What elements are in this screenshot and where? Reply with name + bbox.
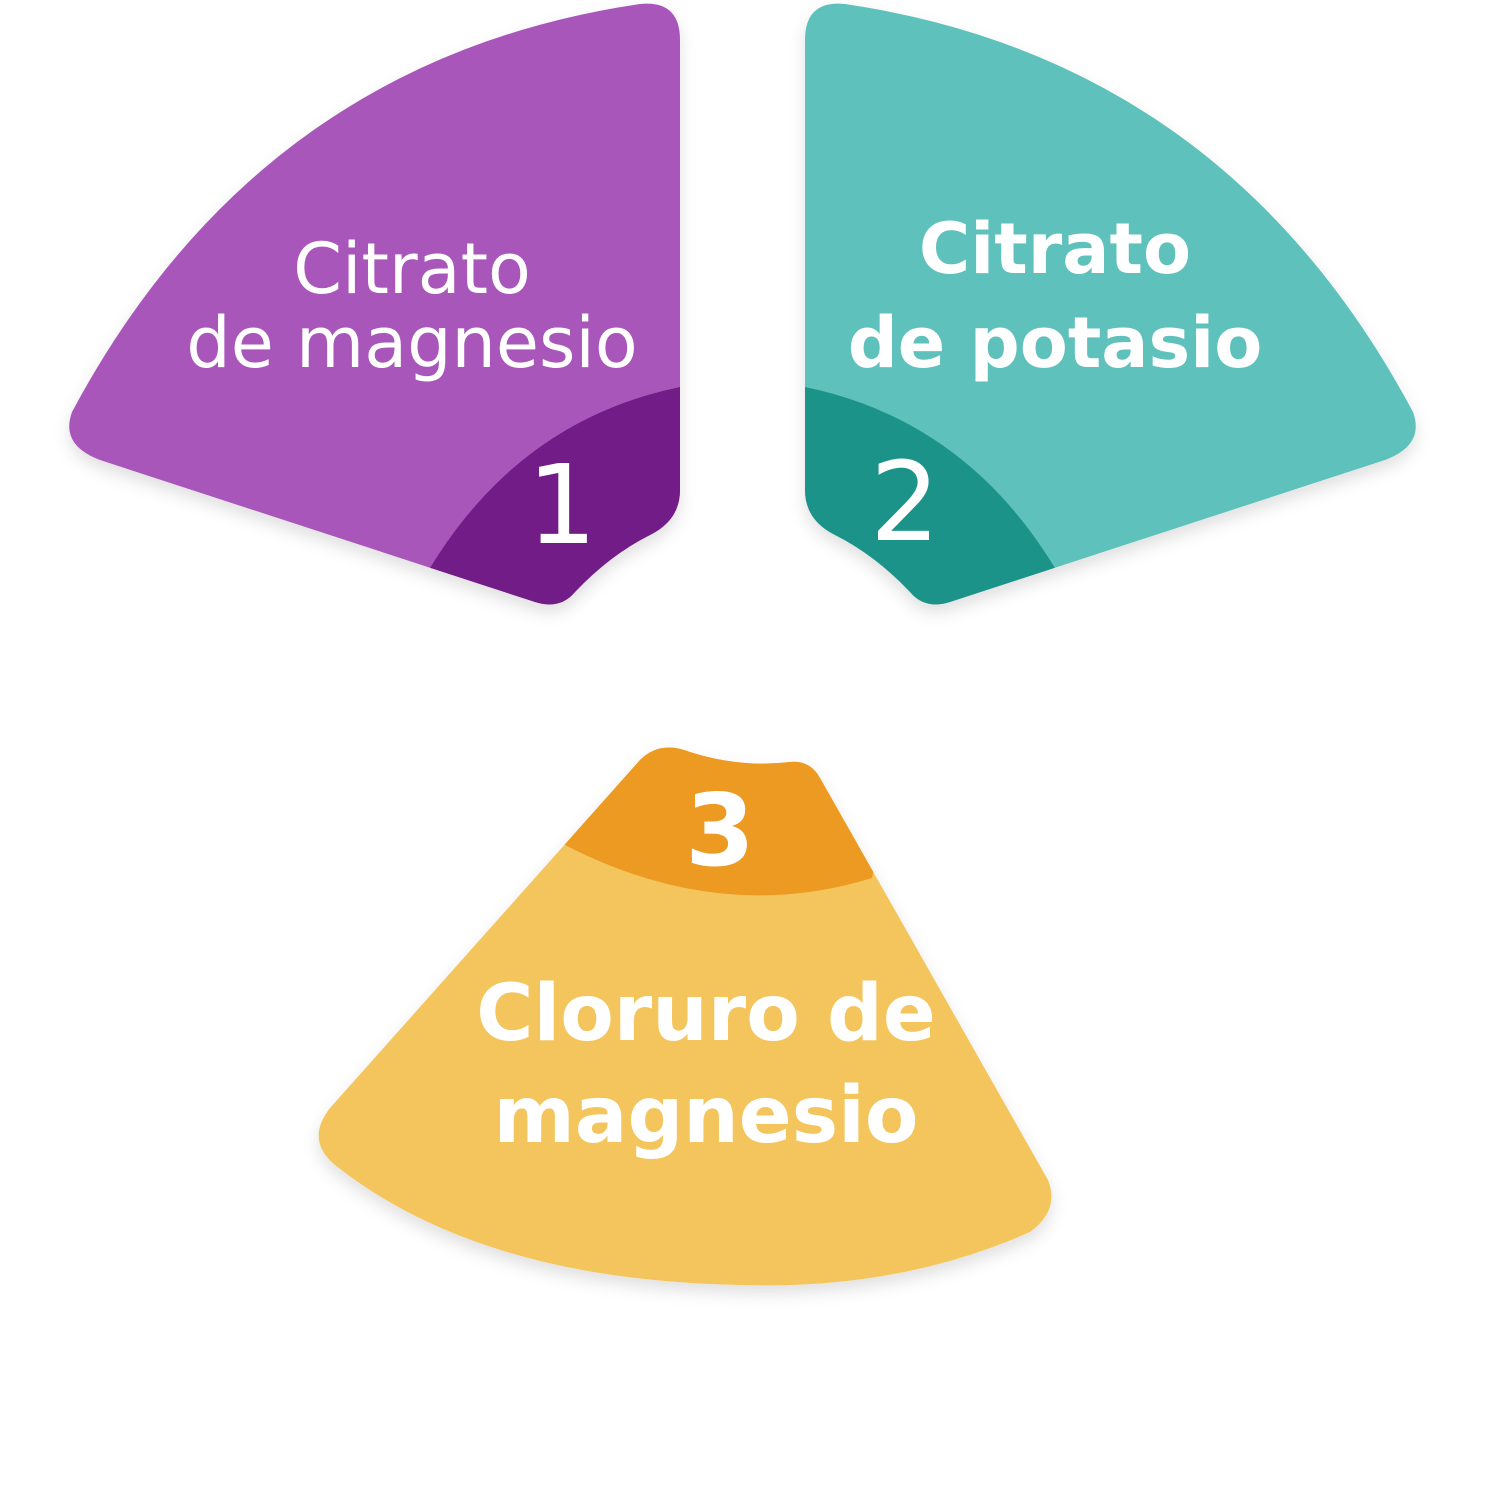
segment-3-line1: Cloruro de — [476, 969, 936, 1059]
segment-1-line1: Citrato — [293, 228, 531, 310]
segment-3-number: 3 — [685, 772, 755, 889]
segment-3-shape — [318, 747, 1052, 1286]
segment-1-shape — [69, 3, 680, 605]
segment-2-number: 2 — [870, 438, 940, 566]
segment-3-accent — [540, 747, 900, 896]
segment-3 — [318, 747, 1052, 1286]
segment-2-line1: Citrato — [919, 208, 1191, 290]
segment-2-shape — [805, 3, 1416, 605]
segment-1-number: 1 — [527, 441, 597, 569]
segment-1-line2: de magnesio — [186, 302, 637, 384]
segment-2-line2: de potasio — [848, 302, 1263, 384]
segment-3-line2: magnesio — [494, 1071, 919, 1161]
